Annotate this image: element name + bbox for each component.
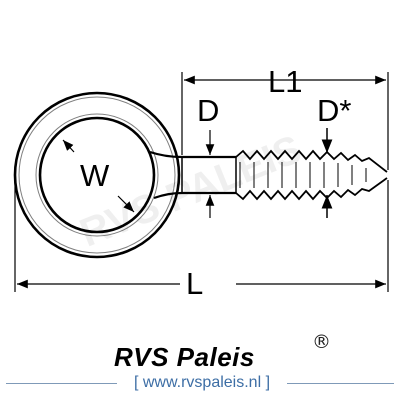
dimension-l1 bbox=[181, 72, 389, 170]
label-l1: L1 bbox=[268, 64, 302, 99]
brand-name: RVS Paleis bbox=[114, 342, 255, 372]
footer-rule-left bbox=[6, 383, 118, 384]
website-footer: [ www.rvspaleis.nl ] bbox=[0, 374, 400, 394]
footer-rule-right bbox=[286, 383, 394, 384]
label-w: W bbox=[80, 158, 110, 193]
label-l: L bbox=[186, 266, 203, 301]
label-d: D bbox=[197, 93, 219, 128]
dimension-l bbox=[14, 180, 389, 292]
dimension-w bbox=[62, 139, 135, 213]
brand-logo: RVS Paleis bbox=[114, 342, 255, 372]
registered-mark: ® bbox=[312, 331, 331, 353]
label-d-star: D* bbox=[317, 93, 351, 128]
smooth-shank bbox=[181, 155, 237, 195]
threaded-shank bbox=[235, 149, 388, 201]
eye-neck bbox=[149, 150, 183, 200]
eye-ring bbox=[13, 91, 181, 259]
website-link[interactable]: [ www.rvspaleis.nl ] bbox=[117, 374, 287, 392]
